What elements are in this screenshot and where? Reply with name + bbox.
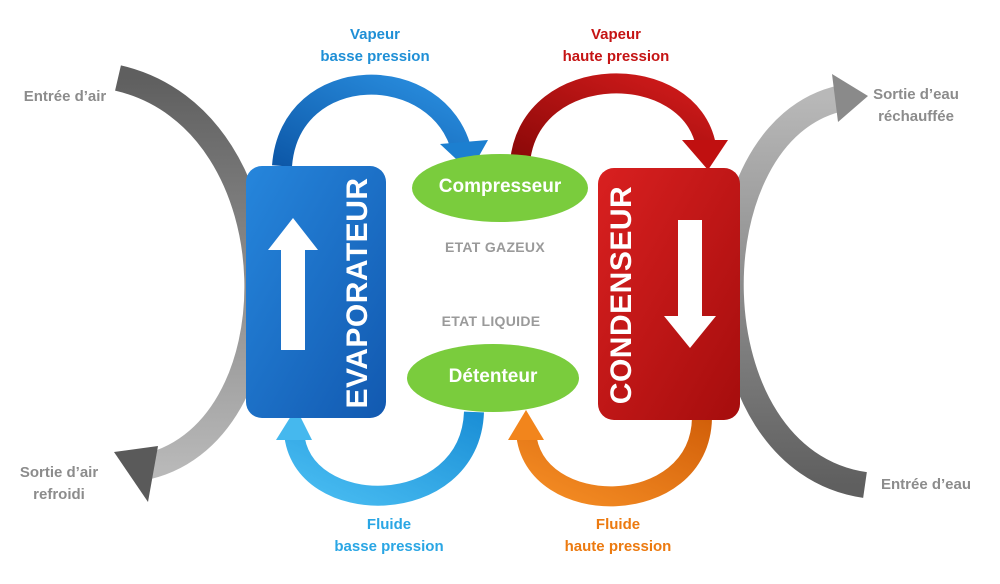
- evaporator-title: EVAPORATEUR: [341, 177, 374, 409]
- vapor-low-pressure-label: Vapeur basse pression: [320, 26, 430, 65]
- air-in-label: Entrée d’air: [23, 88, 107, 105]
- down-arrow-icon: [664, 220, 716, 348]
- vapor-high-pressure-label: Vapeur haute pression: [562, 26, 670, 65]
- water-out-label: Sortie d’eau réchauffée: [873, 86, 959, 125]
- fluid-high-pressure-arrow: [508, 410, 712, 507]
- condenser-title: CONDENSEUR: [605, 185, 638, 405]
- water-flow-arrow: [717, 74, 868, 498]
- expander-pill: [407, 344, 579, 412]
- state-gas-label: ETAT GAZEUX: [444, 239, 545, 255]
- compressor-pill: [412, 154, 588, 222]
- vapor-low-pressure-arrow: [272, 74, 488, 172]
- vapor-high-pressure-arrow: [510, 73, 728, 170]
- up-arrow-icon: [268, 218, 318, 350]
- compressor-label: Compresseur: [438, 176, 562, 197]
- water-in-label: Entrée d’eau: [880, 476, 972, 493]
- expander-label: Détenteur: [448, 366, 538, 387]
- air-out-label: Sortie d’air refroidi: [19, 464, 99, 503]
- air-flow-arrow: [114, 65, 271, 502]
- state-liquid-label: ETAT LIQUIDE: [441, 313, 541, 329]
- fluid-low-pressure-arrow: [276, 408, 484, 506]
- condenser-box: [598, 168, 740, 420]
- evaporator-box: [246, 166, 386, 418]
- fluid-low-pressure-label: Fluide basse pression: [334, 516, 444, 555]
- fluid-high-pressure-label: Fluide haute pression: [564, 516, 672, 555]
